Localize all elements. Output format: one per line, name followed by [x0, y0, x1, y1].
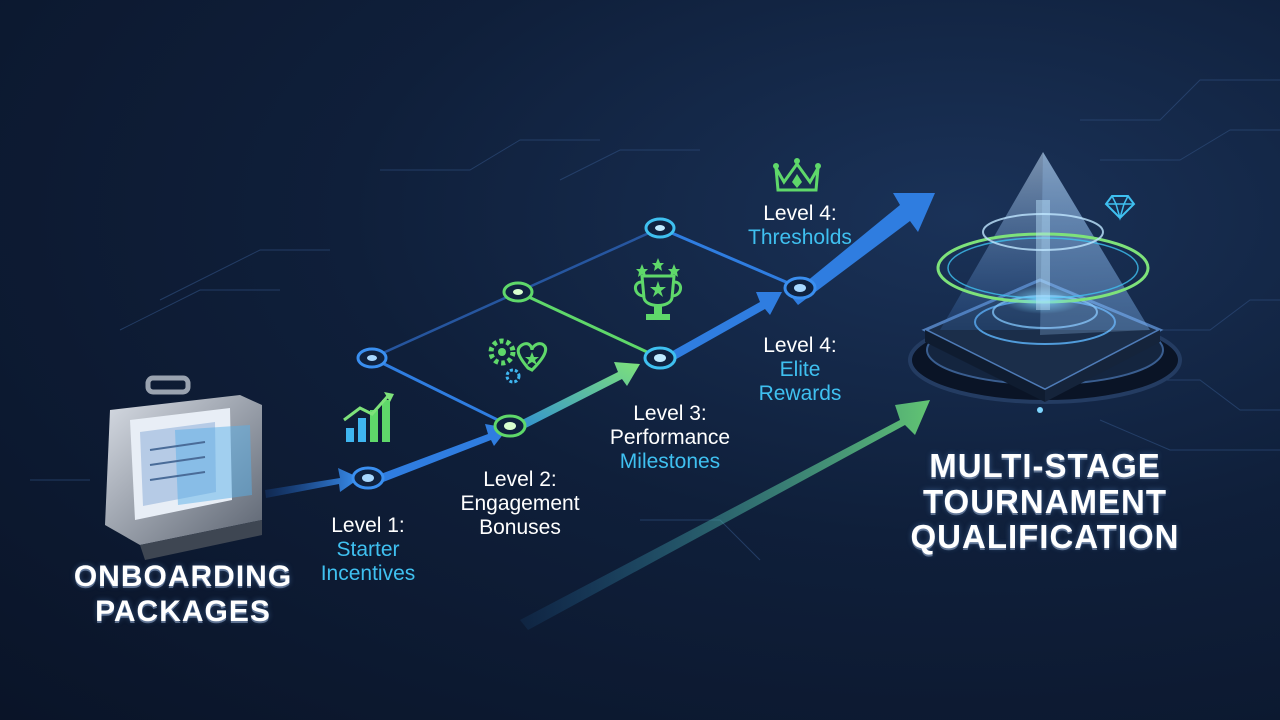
- trophy-icon: [634, 258, 682, 320]
- goal-label: MULTI-STAGE TOURNAMENT QUALIFICATION: [880, 448, 1210, 555]
- node-upper-2: [502, 281, 534, 303]
- level-4-rewards-line-2: Rewards: [758, 382, 842, 406]
- pyramid-tower-icon: [908, 152, 1182, 413]
- gear-heart-icon: [488, 338, 548, 384]
- ascent-arrows: [520, 193, 935, 630]
- level-4-rewards-line-1: Elite: [779, 358, 821, 382]
- level-4-rewards-label: Level 4: Elite Rewards: [730, 334, 870, 406]
- node-level-4: [783, 276, 817, 300]
- start-line-2: PACKAGES: [95, 594, 271, 628]
- level-1-line-1: Starter: [336, 538, 400, 562]
- level-2-label: Level 2: Engagement Bonuses: [435, 468, 605, 540]
- level-3-line-2: Milestones: [619, 450, 721, 474]
- level-3-label: Level 3: Performance Milestones: [580, 402, 760, 474]
- ascent-arrow-blue: [790, 193, 935, 305]
- level-1-line-2: Incentives: [320, 562, 416, 586]
- node-level-1: [351, 466, 385, 490]
- goal-line-3: QUALIFICATION: [910, 518, 1180, 556]
- circuit-traces: [30, 79, 1280, 561]
- crown-icon: [773, 158, 821, 192]
- start-line-1: ONBOARDING: [73, 560, 293, 593]
- level-2-title: Level 2:: [483, 468, 557, 491]
- level-3-title: Level 3:: [633, 402, 707, 425]
- node-upper-3: [644, 217, 676, 239]
- level-1-title: Level 1:: [331, 514, 405, 537]
- level-4-thresholds-line-1: Thresholds: [748, 226, 852, 250]
- level-4-rewards-title: Level 4:: [763, 334, 837, 357]
- network-lines: [265, 226, 801, 498]
- level-4-thresholds-label: Level 4: Thresholds: [720, 202, 880, 250]
- level-2-line-1: Engagement: [460, 492, 580, 516]
- level-3-line-1: Performance: [609, 426, 731, 450]
- goal-line-1: MULTI-STAGE: [929, 447, 1161, 484]
- briefcase-icon: [105, 375, 262, 560]
- entry-arrow: [265, 468, 360, 498]
- node-level-2: [493, 414, 527, 438]
- goal-line-2: TOURNAMENT: [922, 482, 1168, 520]
- path-nodes: [351, 217, 817, 490]
- growth-chart-icon: [343, 392, 394, 442]
- node-level-3: [643, 346, 677, 370]
- diamond-icon: [1104, 195, 1136, 221]
- node-upper-1: [356, 347, 388, 369]
- level-1-label: Level 1: Starter Incentives: [298, 514, 438, 586]
- start-label: ONBOARDING PACKAGES: [58, 560, 308, 629]
- level-4-thresholds-title: Level 4:: [763, 202, 837, 225]
- level-2-line-2: Bonuses: [479, 516, 561, 540]
- ascent-arrow-green: [520, 400, 930, 630]
